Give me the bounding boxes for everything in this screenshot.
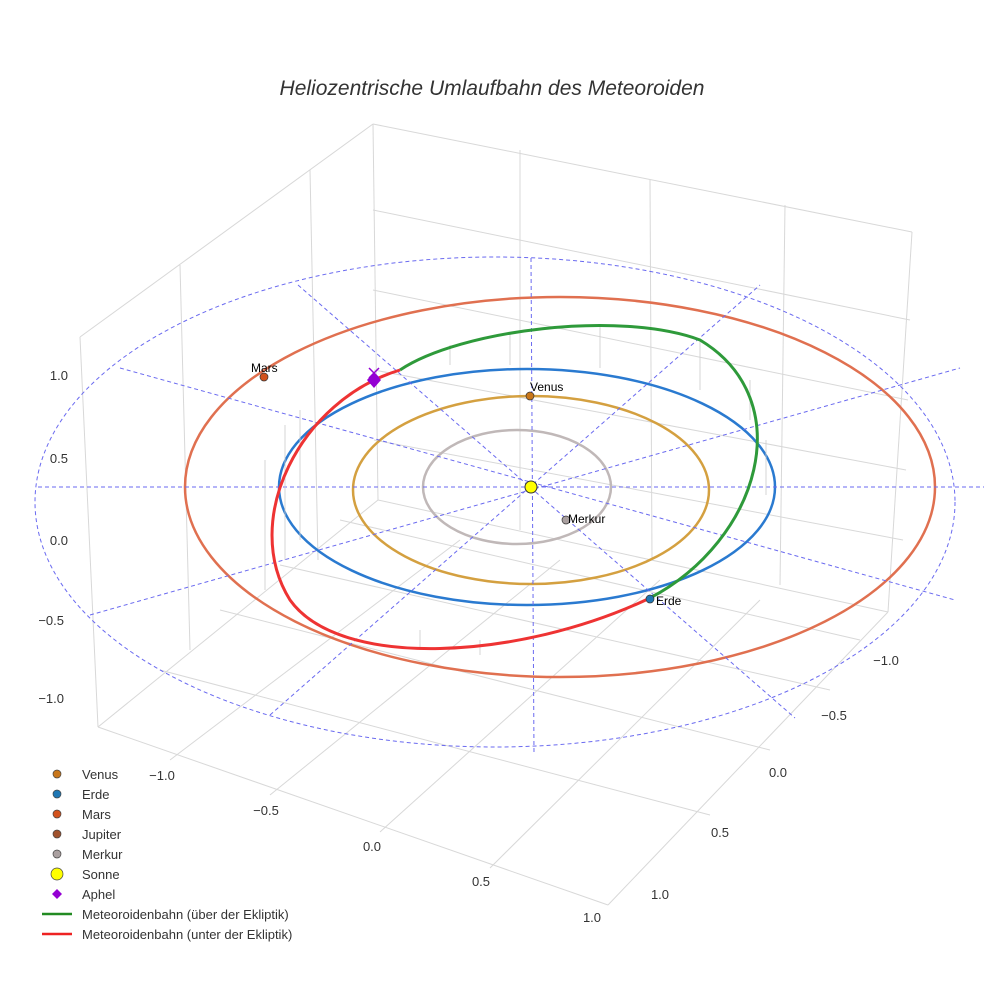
merkur-label: Merkur (568, 512, 605, 526)
z-axis-ticks: 1.0 0.5 0.0 −0.5 −1.0 (38, 368, 68, 706)
z-tick-label: 0.0 (50, 533, 68, 548)
orbit-jupiter (34, 256, 956, 748)
legend-item[interactable]: Merkur (52, 847, 123, 862)
legend-circle-icon (52, 829, 62, 839)
legend-diamond-icon (52, 889, 62, 899)
radial-lines (38, 257, 984, 756)
legend-item[interactable]: Jupiter (52, 827, 122, 842)
meteoroid-orbit-below (270, 368, 651, 651)
legend-label: Mars (82, 807, 111, 822)
y-tick-label: −0.5 (821, 708, 847, 723)
x-tick-label: −0.5 (253, 803, 279, 818)
x-axis-ticks: −1.0 −0.5 0.0 0.5 1.0 (149, 768, 601, 925)
legend-label: Meteoroidenbahn (unter der Ekliptik) (82, 927, 292, 942)
legend-label: Meteoroidenbahn (über der Ekliptik) (82, 907, 289, 922)
legend-item[interactable]: Sonne (50, 867, 120, 882)
legend: VenusErdeMarsJupiterMerkurSonneAphelMete… (42, 767, 292, 942)
x-tick-label: −1.0 (149, 768, 175, 783)
z-tick-label: −0.5 (38, 613, 64, 628)
erde-marker[interactable] (645, 594, 655, 604)
legend-circle-icon (52, 809, 62, 819)
legend-item[interactable]: Mars (52, 807, 111, 822)
z-tick-label: 0.5 (50, 451, 68, 466)
legend-item[interactable]: Erde (52, 787, 109, 802)
sun-marker[interactable] (524, 480, 538, 494)
venus-label: Venus (530, 380, 563, 394)
legend-label: Sonne (82, 867, 120, 882)
drop-lines (264, 325, 767, 655)
y-axis-ticks: −1.0 −0.5 0.0 0.5 1.0 (651, 653, 899, 902)
x-tick-label: 0.5 (472, 874, 490, 889)
mars-label: Mars (251, 361, 278, 375)
legend-circle-icon (52, 849, 62, 859)
z-tick-label: −1.0 (38, 691, 64, 706)
y-tick-label: 1.0 (651, 887, 669, 902)
x-tick-label: 0.0 (363, 839, 381, 854)
legend-label: Erde (82, 787, 109, 802)
legend-label: Aphel (82, 887, 115, 902)
y-tick-label: 0.0 (769, 765, 787, 780)
legend-label: Merkur (82, 847, 123, 862)
chart-title: Heliozentrische Umlaufbahn des Meteoroid… (280, 77, 705, 100)
legend-item[interactable]: Venus (52, 767, 119, 782)
legend-circle-icon (50, 867, 64, 881)
grid (79, 123, 913, 906)
legend-label: Jupiter (82, 827, 122, 842)
legend-item[interactable]: Meteoroidenbahn (unter der Ekliptik) (42, 927, 292, 942)
legend-label: Venus (82, 767, 119, 782)
z-tick-label: 1.0 (50, 368, 68, 383)
mars-marker[interactable] (259, 372, 269, 382)
erde-label: Erde (656, 594, 682, 608)
y-tick-label: −1.0 (873, 653, 899, 668)
aphel-marker[interactable] (367, 372, 381, 388)
aphel-cross-icon (368, 367, 380, 379)
legend-circle-icon (52, 789, 62, 799)
merkur-marker[interactable] (561, 515, 571, 525)
legend-item[interactable]: Aphel (52, 887, 115, 902)
legend-item[interactable]: Meteoroidenbahn (über der Ekliptik) (42, 907, 289, 922)
legend-circle-icon (52, 769, 62, 779)
venus-marker[interactable] (525, 391, 535, 401)
x-tick-label: 1.0 (583, 910, 601, 925)
meteoroid-orbit-above (399, 324, 759, 600)
y-tick-label: 0.5 (711, 825, 729, 840)
